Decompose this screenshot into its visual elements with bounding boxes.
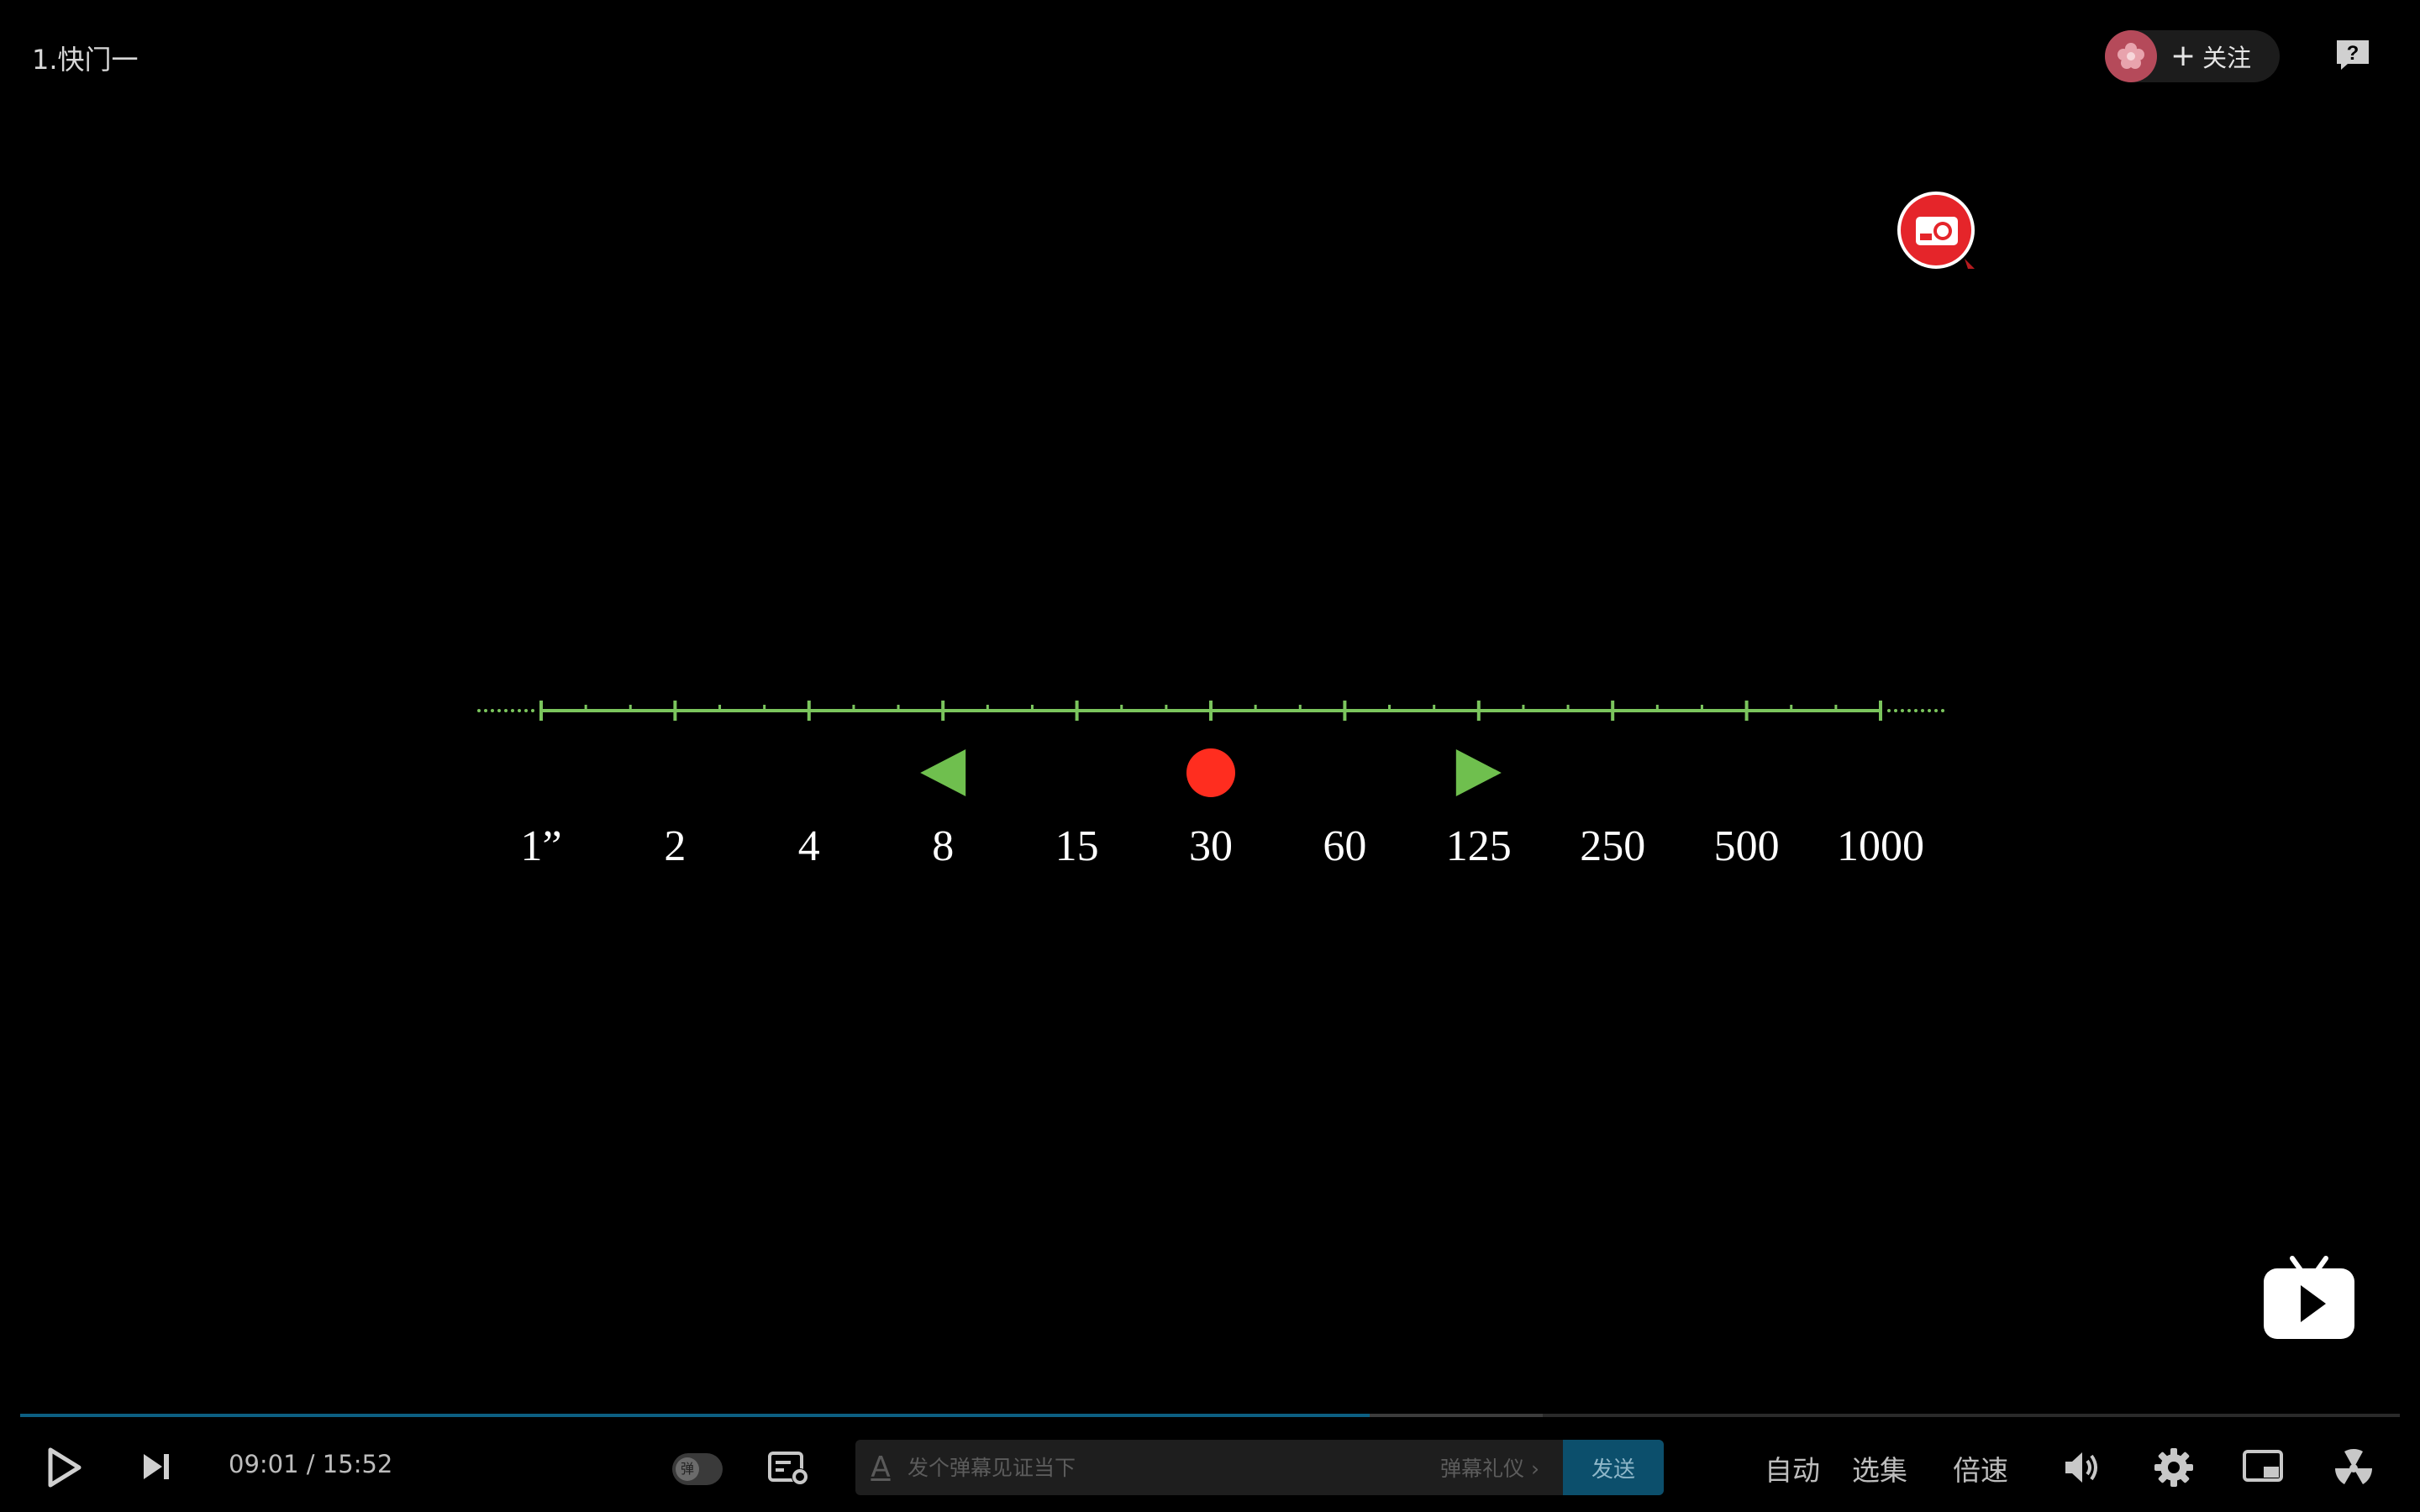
help-button[interactable]: ? xyxy=(2334,38,2371,71)
video-title: 1.快门一 xyxy=(32,44,139,76)
scale-dot xyxy=(518,709,521,712)
video-watermark-icon xyxy=(1897,192,1981,276)
scale-dot xyxy=(1914,709,1918,712)
scale-label: 1” xyxy=(520,822,561,870)
scale-label: 60 xyxy=(1323,822,1366,870)
flower-avatar-icon xyxy=(2118,43,2144,69)
scale-dot xyxy=(477,709,481,712)
scale-dot xyxy=(484,709,487,712)
scale-label: 500 xyxy=(1714,822,1780,870)
scale-dot xyxy=(1921,709,1924,712)
scale-label: 4 xyxy=(798,822,820,870)
fullscreen-button[interactable] xyxy=(2333,1446,2375,1492)
svg-text:?: ? xyxy=(2347,42,2360,65)
scale-dot xyxy=(524,709,528,712)
scale-dot xyxy=(491,709,494,712)
current-speed-marker xyxy=(1186,748,1235,797)
settings-button[interactable] xyxy=(2153,1446,2195,1492)
time-display: 09:01 / 15:52 xyxy=(229,1450,392,1478)
scale-labels: 1” 2 4 8 15 30 60 125 250 500 1000 xyxy=(520,822,1924,870)
scale-dot xyxy=(504,709,508,712)
scale-dot xyxy=(1941,709,1944,712)
fullscreen-icon xyxy=(2335,1449,2372,1484)
scale-label: 8 xyxy=(932,822,954,870)
volume-button[interactable] xyxy=(2062,1448,2102,1490)
player-controls: 09:01 / 15:52 弹 A 弹幕礼仪 › 发送 自动 选集 倍速 xyxy=(0,1428,2420,1504)
bilibili-tv-logo-icon xyxy=(2260,1252,2358,1344)
play-icon xyxy=(48,1447,82,1488)
danmaku-settings-button[interactable] xyxy=(768,1450,810,1490)
scale-dot xyxy=(1907,709,1911,712)
danmaku-style-icon[interactable]: A xyxy=(871,1451,891,1484)
duration: 15:52 xyxy=(322,1450,393,1478)
time-separator: / xyxy=(306,1450,315,1478)
scale-label: 2 xyxy=(664,822,686,870)
scale-label: 30 xyxy=(1189,822,1233,870)
danmaku-input-box: A 弹幕礼仪 › 发送 xyxy=(855,1440,1664,1495)
right-arrow-icon xyxy=(1455,749,1502,796)
picture-in-picture-button[interactable] xyxy=(2242,1448,2284,1488)
danmaku-toggle-knob: 弹 xyxy=(676,1457,699,1481)
scale-dot xyxy=(1887,709,1891,712)
scale-label: 250 xyxy=(1580,822,1645,870)
play-button[interactable] xyxy=(45,1446,82,1492)
scale-dot xyxy=(1934,709,1938,712)
current-time: 09:01 xyxy=(229,1450,299,1478)
uploader-avatar[interactable] xyxy=(2105,30,2157,82)
scale-ticks xyxy=(539,701,1882,721)
next-button[interactable] xyxy=(141,1452,171,1485)
scale-dot xyxy=(511,709,514,712)
progress-bar[interactable] xyxy=(20,1414,2400,1417)
follow-button[interactable]: + 关注 xyxy=(2170,39,2251,74)
episodes-button[interactable]: 选集 xyxy=(1852,1454,1907,1487)
danmaku-settings-icon xyxy=(768,1452,808,1485)
follow-label: 关注 xyxy=(2202,44,2252,72)
scale-dotted-ends xyxy=(477,709,1944,712)
scale-dot xyxy=(1928,709,1931,712)
scale-dot xyxy=(1894,709,1897,712)
danmaku-toggle[interactable]: 弹 xyxy=(672,1453,723,1485)
send-button[interactable]: 发送 xyxy=(1563,1440,1664,1495)
scale-label: 1000 xyxy=(1837,822,1924,870)
speed-button[interactable]: 倍速 xyxy=(1953,1454,2008,1487)
danmaku-input[interactable] xyxy=(906,1454,1441,1481)
volume-icon xyxy=(2065,1452,2097,1483)
scale-label: 125 xyxy=(1446,822,1512,870)
scale-dot xyxy=(497,709,501,712)
scale-dot xyxy=(531,709,534,712)
help-icon: ? xyxy=(2337,40,2369,70)
picture-in-picture-icon xyxy=(2243,1450,2283,1482)
auto-quality-button[interactable]: 自动 xyxy=(1765,1454,1820,1487)
scale-dot xyxy=(1901,709,1904,712)
plus-icon: + xyxy=(2170,39,2196,73)
scale-label: 15 xyxy=(1055,822,1099,870)
next-icon xyxy=(144,1454,169,1479)
danmaku-etiquette-link[interactable]: 弹幕礼仪 › xyxy=(1440,1457,1539,1481)
uploader-follow-pill[interactable]: + 关注 xyxy=(2105,30,2280,82)
gear-icon xyxy=(2154,1448,2193,1487)
left-arrow-icon xyxy=(920,749,966,796)
progress-played xyxy=(20,1414,1370,1417)
